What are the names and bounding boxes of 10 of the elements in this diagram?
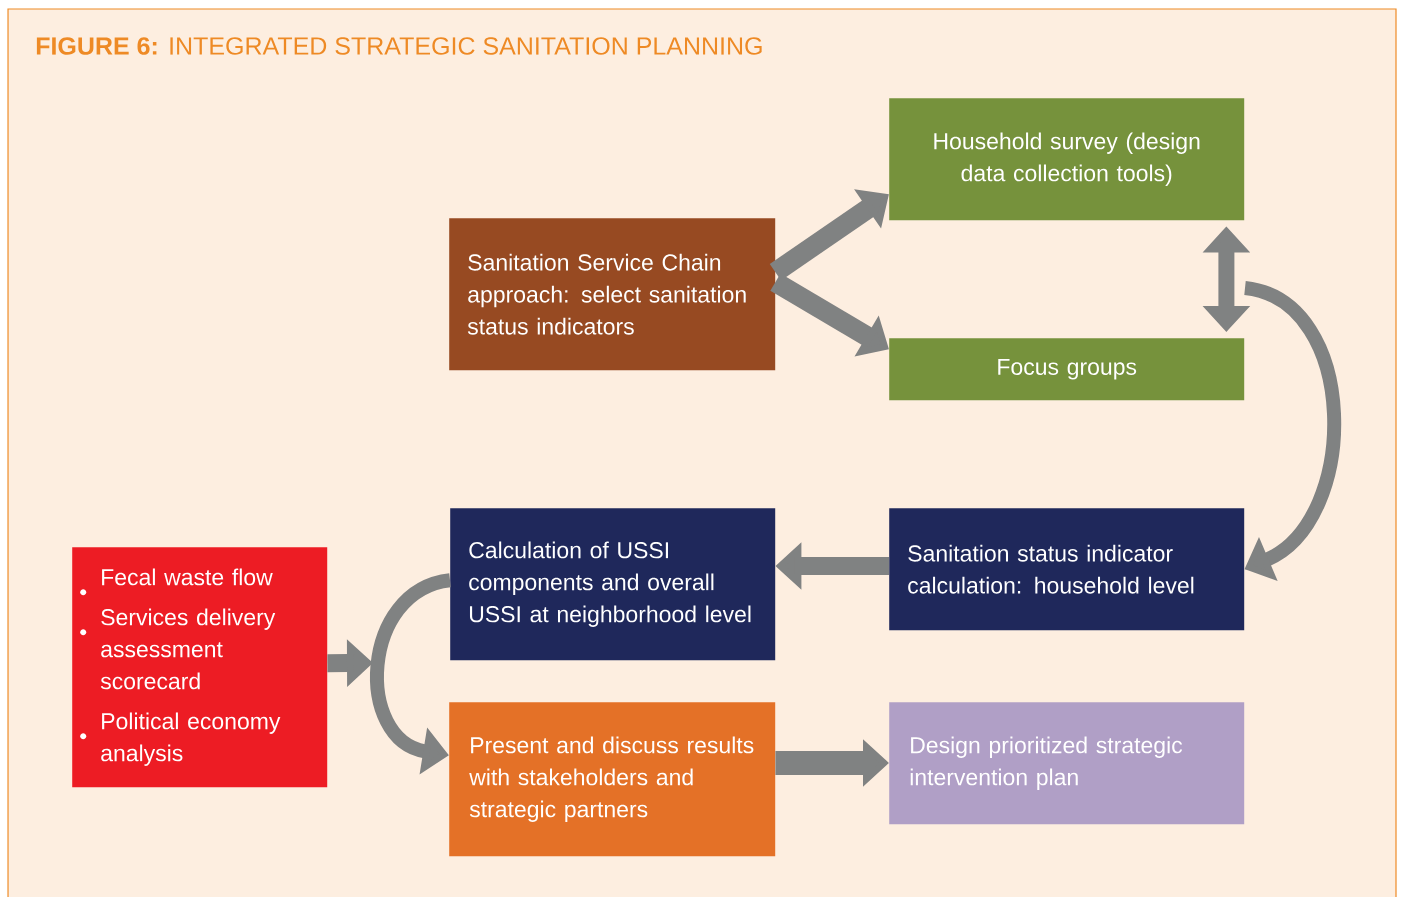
figure-title: FIGURE 6: INTEGRATED STRATEGIC SANITATION PLANNING xyxy=(36,37,762,55)
process-box: Design prioritized strategic intervention plan xyxy=(889,702,1245,825)
process-box: Sanitation status indicator calculation: household level xyxy=(889,508,1245,631)
process-box: Focus groups xyxy=(889,338,1245,401)
arrow xyxy=(1243,281,1341,581)
process-box: Present and discuss results with stakeholders and strategic partners xyxy=(449,702,776,857)
process-box: Fecal waste flow Services delivery assessment scorecard Political economy analysis xyxy=(72,547,328,788)
process-box: Calculation of USSI components and overall USSI at neighborhood level xyxy=(450,508,776,661)
process-box: Household survey (design data collection tools) xyxy=(889,98,1245,221)
process-box: Sanitation Service Chain approach: select sanitation status indicators xyxy=(449,218,776,371)
